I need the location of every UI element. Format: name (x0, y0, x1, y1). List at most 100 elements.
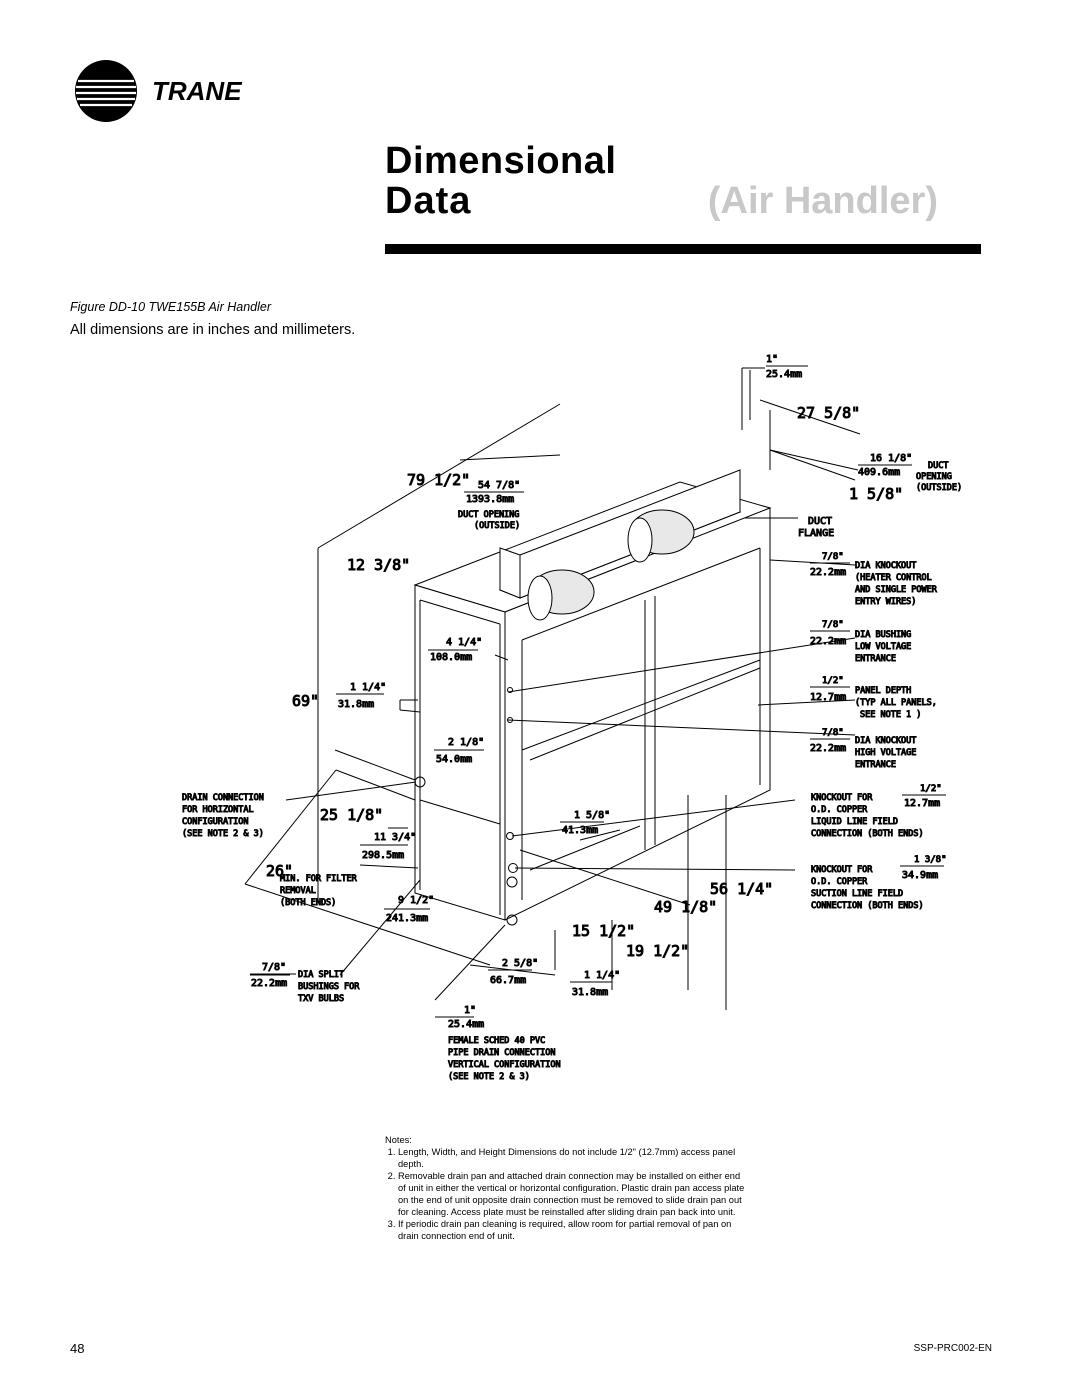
note-item: Removable drain pan and attached drain c… (398, 1170, 745, 1218)
dim-1-14b-mm: 31.8mm (572, 987, 608, 998)
dim-9-mm: 241.3mm (386, 913, 428, 924)
k1-mm: 22.2mm (810, 567, 846, 578)
dim-25-18: 25 1/8" (320, 806, 383, 824)
k4-mm: 22.2mm (810, 743, 846, 754)
brand-wordmark: TRANE (152, 76, 242, 106)
k6-t3: SUCTION LINE FIELD (811, 889, 903, 899)
dim-78-split-mm: 22.2mm (251, 978, 287, 989)
dim-26: 26" (266, 862, 293, 880)
k6-t4: CONNECTION (BOTH ENDS) (811, 901, 924, 911)
dim-19-12: 19 1/2" (626, 942, 689, 960)
dim-1-58b: 1 5/8" (574, 810, 610, 821)
k5-t3: LIQUID LINE FIELD (811, 817, 898, 827)
k4-t3: ENTRANCE (855, 760, 896, 770)
k3-t3: SEE NOTE 1 ) (860, 710, 921, 720)
document-id: SSP-PRC002-EN (913, 1343, 992, 1354)
figure-intro: All dimensions are in inches and millime… (70, 322, 356, 338)
dim-2-mm: 54.0mm (436, 754, 472, 765)
duct-opening (498, 469, 742, 621)
k2-t1: DIA BUSHING (855, 630, 911, 640)
dia-split-3: TXV BULBS (298, 994, 344, 1004)
figure-caption: Figure DD-10 TWE155B Air Handler (70, 300, 271, 314)
dim-11-mm: 298.5mm (362, 850, 404, 861)
k3-label: PANEL DEPTH (TYP ALL PANELS, SEE NOTE 1 … (855, 686, 938, 721)
k2-mm: 22.2mm (810, 636, 846, 647)
min-filter-1: MIN. FOR FILTER (280, 874, 358, 884)
k1-in: 7/8" (822, 552, 844, 562)
dim-bot-in: 1" (464, 1005, 476, 1016)
k2-t3: ENTRANCE (855, 654, 896, 664)
drain-line-3: CONFIGURATION (182, 817, 249, 827)
page-title-line2: Data (385, 180, 472, 222)
dim-12-38: 12 3/8" (347, 556, 410, 574)
dim-16-18: 16 1/8" (870, 453, 912, 464)
duct-opening-left-1: DUCT OPENING (458, 510, 519, 520)
k6-in: 1 3/8" (914, 855, 947, 865)
dim-2-58: 2 5/8" (502, 958, 538, 969)
dim-54-78: 54 7/8" (478, 480, 520, 491)
k1-t2: (HEATER CONTROL (855, 573, 932, 583)
dim-1-14: 1 1/4" (350, 682, 386, 693)
dim-9-12: 9 1/2" (398, 895, 434, 906)
pvc-label: FEMALE SCHED 40 PVC PIPE DRAIN CONNECTIO… (448, 1036, 562, 1083)
min-filter-label: MIN. FOR FILTER REMOVAL (BOTH ENDS) (280, 874, 359, 909)
dim-49-18: 49 1/8" (654, 898, 717, 916)
k1-t4: ENTRY WIRES) (855, 597, 916, 607)
duct-opening-left-2: (OUTSIDE) (474, 521, 520, 531)
k3-t1: PANEL DEPTH (855, 686, 911, 696)
k6-label: KNOCKOUT FOR O.D. COPPER SUCTION LINE FI… (811, 865, 925, 912)
page-number: 48 (70, 1341, 85, 1356)
dim-1-14-mm: 31.8mm (338, 699, 374, 710)
dim-56-14: 56 1/4" (710, 880, 773, 898)
page-title-line1: Dimensional (385, 140, 617, 182)
dim-27-58: 27 5/8" (797, 404, 860, 422)
pvc-3: VERTICAL CONFIGURATION (448, 1060, 561, 1070)
dia-split-label: DIA SPLIT BUSHINGS FOR TXV BULBS (298, 970, 361, 1005)
pvc-4: (SEE NOTE 2 & 3) (448, 1072, 530, 1082)
k5-label: KNOCKOUT FOR O.D. COPPER LIQUID LINE FIE… (811, 793, 925, 840)
header-rule (385, 244, 981, 254)
trane-logo: TRANE (72, 57, 292, 129)
drain-line-2: FOR HORIZONTAL (182, 805, 254, 815)
k1-t3: AND SINGLE POWER (855, 585, 938, 595)
drain-line-1: DRAIN CONNECTION (182, 793, 264, 803)
dim-2-18: 2 1/8" (448, 737, 484, 748)
dimension-lines (244, 370, 861, 1010)
dim-1-58: 1 5/8" (849, 485, 903, 503)
dim-79-12: 79 1/2" (407, 471, 470, 489)
dim-bot-mm: 25.4mm (448, 1019, 484, 1030)
k5-t2: O.D. COPPER (811, 805, 868, 815)
dim-11-34: 11 3/4" (374, 832, 416, 843)
k2-in: 7/8" (822, 620, 844, 630)
notes-list: Length, Width, and Height Dimensions do … (385, 1146, 745, 1242)
k4-t1: DIA KNOCKOUT (855, 736, 916, 746)
dim-69: 69" (292, 692, 319, 710)
min-filter-2: REMOVAL (280, 886, 316, 896)
dim-4-14: 4 1/4" (446, 637, 482, 648)
dia-split-2: BUSHINGS FOR (298, 982, 360, 992)
k4-label: DIA KNOCKOUT HIGH VOLTAGE ENTRANCE (855, 736, 917, 771)
notes-heading: Notes: (385, 1135, 412, 1145)
dim-54-mm: 1393.8mm (466, 494, 514, 505)
trane-logo-mark: TRANE (75, 60, 242, 122)
leader-lines (250, 367, 859, 1001)
k5-t4: CONNECTION (BOTH ENDS) (811, 829, 924, 839)
pvc-1: FEMALE SCHED 40 PVC (448, 1036, 545, 1046)
pvc-2: PIPE DRAIN CONNECTION (448, 1048, 555, 1058)
k1-t1: DIA KNOCKOUT (855, 561, 916, 571)
k6-t1: KNOCKOUT FOR (811, 865, 873, 875)
dim-2-58-mm: 66.7mm (490, 975, 526, 986)
dim-top-in: 1" (766, 354, 778, 365)
dia-split-1: DIA SPLIT (298, 970, 344, 980)
note-item: If periodic drain pan cleaning is requir… (398, 1218, 745, 1242)
dim-78-split: 7/8" (262, 962, 286, 973)
dim-1-14b: 1 1/4" (584, 970, 620, 981)
k5-t1: KNOCKOUT FOR (811, 793, 873, 803)
min-filter-3: (BOTH ENDS) (280, 898, 336, 908)
k4-in: 7/8" (822, 728, 844, 738)
k3-mm: 12.7mm (810, 692, 846, 703)
